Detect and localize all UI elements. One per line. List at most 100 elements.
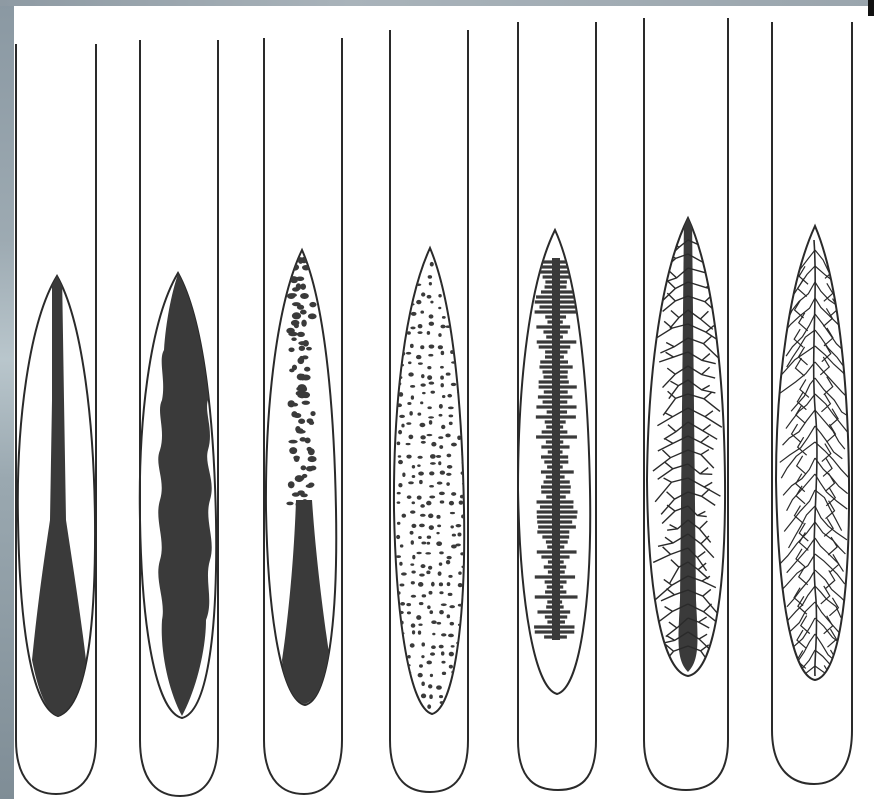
papillate-dot — [439, 591, 443, 594]
tube-5-villous — [518, 22, 596, 790]
rhizoid-root — [794, 506, 803, 524]
rhizoid-root — [815, 522, 845, 554]
tube-6-arborescent — [644, 18, 728, 790]
rhizoid-root — [792, 664, 801, 682]
papillate-dot — [442, 316, 446, 319]
tube-5-growth — [534, 258, 580, 640]
papillate-dot — [398, 665, 402, 669]
echinulate-spot — [297, 357, 304, 364]
papillate-dot — [459, 696, 465, 699]
echinulate-spot — [306, 484, 314, 488]
papillate-dot — [441, 651, 445, 655]
papillate-dot — [429, 591, 433, 595]
papillate-dot — [412, 555, 415, 559]
papillate-dot — [438, 294, 441, 297]
rhizoid-root — [815, 554, 845, 584]
echinulate-spot — [297, 392, 306, 398]
papillate-dot — [399, 655, 404, 658]
papillate-dot — [429, 485, 434, 488]
papillate-dot — [422, 594, 427, 597]
papillate-dot — [411, 595, 416, 598]
papillate-dot — [458, 285, 463, 288]
echinulate-spot — [292, 312, 301, 319]
echinulate-spot — [292, 302, 301, 306]
papillate-dot — [440, 325, 445, 329]
papillate-dot — [410, 563, 414, 565]
papillate-dot — [408, 372, 413, 376]
rhizoid-root — [799, 567, 808, 585]
papillate-dot — [450, 622, 454, 626]
papillate-dot — [418, 706, 422, 709]
arborescent-branch — [688, 282, 724, 292]
papillate-dot — [401, 424, 404, 428]
tube-7-growth — [776, 240, 855, 699]
papillate-dot — [397, 442, 401, 446]
papillate-dot — [428, 684, 432, 688]
papillate-dot — [399, 415, 405, 418]
papillate-dot — [449, 501, 454, 506]
papillate-dot — [397, 501, 401, 504]
papillate-dot — [438, 333, 441, 337]
papillate-dot — [447, 465, 452, 469]
papillate-dot — [410, 643, 415, 647]
echinulate-spot — [294, 323, 299, 328]
papillate-dot — [438, 345, 443, 349]
echinulate-spot — [308, 313, 317, 319]
papillate-dot — [420, 383, 425, 386]
tube-6-growth — [653, 216, 724, 672]
papillate-dot — [439, 551, 444, 554]
papillate-dot — [437, 525, 441, 528]
papillate-dot — [411, 524, 416, 528]
papillate-dot — [398, 306, 402, 310]
rhizoid-root — [786, 394, 815, 429]
papillate-dot — [436, 685, 442, 689]
echinulate-spot — [292, 287, 299, 291]
papillate-dot — [429, 314, 434, 318]
papillate-dot — [459, 272, 463, 276]
papillate-dot — [411, 581, 415, 584]
papillate-dot — [438, 571, 442, 576]
papillate-dot — [461, 424, 465, 428]
echinulate-spot — [287, 293, 295, 299]
papillate-dot — [408, 361, 412, 364]
echinulate-spot — [289, 447, 297, 454]
papillate-dot — [417, 456, 422, 459]
papillate-dot — [421, 441, 426, 444]
papillate-dot — [461, 460, 466, 465]
papillate-dot — [399, 704, 405, 707]
papillate-dot — [458, 311, 462, 316]
rhizoid-root — [815, 490, 842, 531]
papillate-dot — [440, 375, 444, 379]
tube-2-beaded — [140, 40, 218, 796]
rhizoid-root — [820, 357, 829, 375]
tube-7-rhizoid — [772, 22, 855, 784]
papillate-dot — [421, 374, 424, 378]
tube-7-glass — [772, 22, 852, 784]
papillate-dot — [410, 326, 415, 329]
papillate-dot — [427, 704, 431, 709]
papillate-dot — [427, 331, 430, 335]
echinulate-spot — [306, 466, 314, 471]
papillate-dot — [407, 611, 411, 614]
papillate-dot — [418, 536, 422, 539]
papillate-dot — [450, 350, 454, 354]
papillate-dot — [449, 422, 453, 425]
rhizoid-root — [815, 410, 845, 449]
papillate-dot — [412, 630, 415, 634]
papillate-dot — [446, 372, 451, 375]
papillate-dot — [456, 524, 462, 527]
papillate-dot — [431, 620, 436, 624]
papillate-dot — [410, 385, 415, 388]
papillate-dot — [421, 655, 424, 658]
papillate-dot — [446, 560, 450, 564]
papillate-dot — [439, 582, 443, 586]
papillate-dot — [439, 492, 445, 496]
papillate-dot — [427, 406, 431, 409]
rhizoid-root — [795, 300, 804, 318]
echinulate-spot — [298, 341, 307, 345]
papillate-dot — [430, 301, 433, 304]
papillate-dot — [429, 471, 434, 475]
rhizoid-root — [815, 458, 848, 494]
papillate-dot — [407, 292, 413, 296]
papillate-dot — [431, 582, 435, 587]
